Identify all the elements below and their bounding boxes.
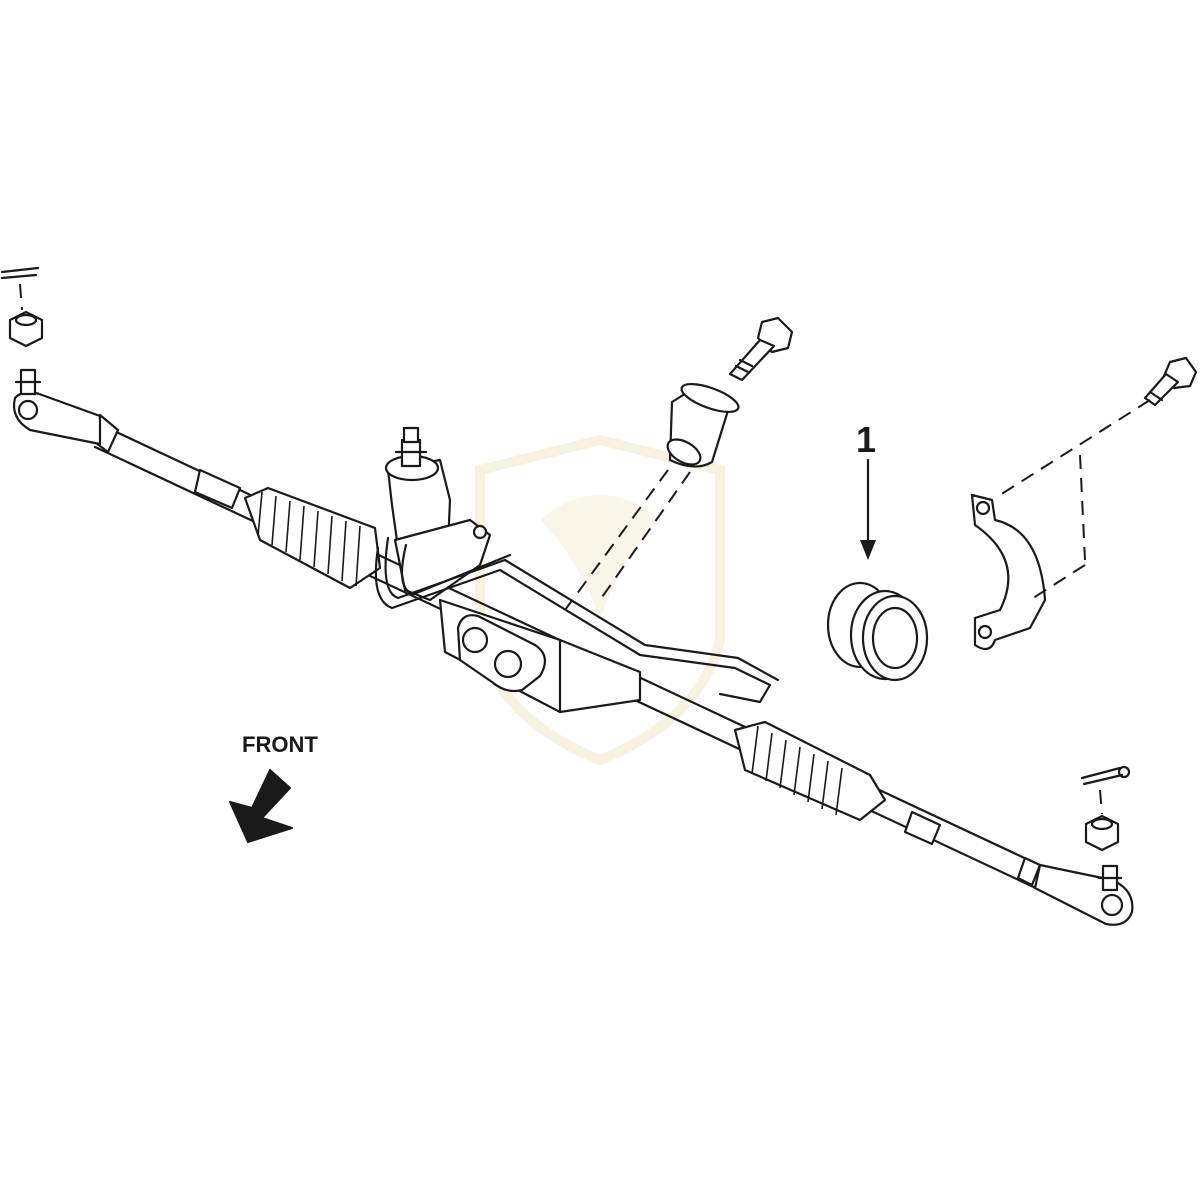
left-boot	[243, 486, 382, 590]
left-tie-rod-end	[12, 368, 102, 446]
front-label: FRONT	[242, 732, 318, 757]
arrow-down-left-icon	[229, 769, 293, 843]
rack-bushing-grommet	[826, 581, 929, 682]
clamp-bolt	[1143, 356, 1198, 407]
left-tie-rod	[90, 413, 242, 510]
mounting-bolt	[728, 316, 794, 382]
clamp-bracket	[970, 493, 1047, 651]
housing-mount-plate	[393, 518, 492, 602]
right-cotter-pin	[1080, 765, 1131, 786]
callout-arrowhead	[860, 540, 876, 560]
rack-mounting-ears	[456, 614, 547, 693]
hydraulic-lines	[374, 536, 780, 704]
left-cotter-pin	[0, 266, 40, 280]
right-boot	[733, 720, 887, 822]
callout-number: 1	[856, 419, 876, 460]
mount-bushing	[666, 382, 740, 468]
right-castle-nut	[1084, 814, 1120, 852]
right-tie-rod-end	[1033, 863, 1134, 926]
left-castle-nut	[8, 310, 44, 348]
right-tie-rod	[903, 810, 1042, 887]
shield-watermark-icon	[475, 434, 725, 766]
